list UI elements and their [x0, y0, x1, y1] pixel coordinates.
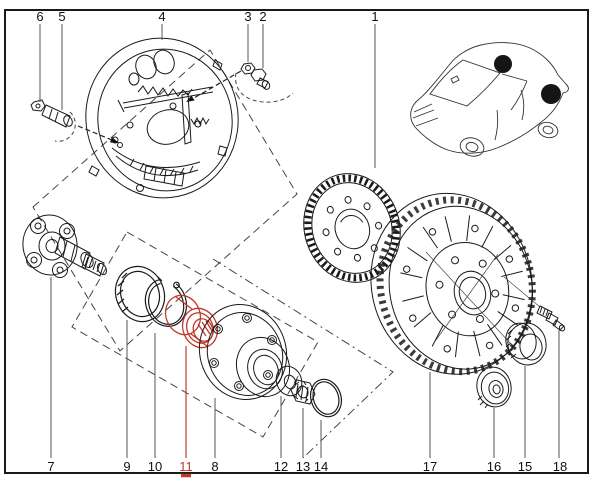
callout-9: 9 — [123, 459, 130, 474]
part-sleeve-5 — [41, 104, 73, 128]
callout-11-highlighted: 11 — [179, 459, 193, 474]
part-bolt-6 — [30, 99, 46, 112]
callout-14: 14 — [314, 459, 328, 474]
callout-8: 8 — [211, 459, 218, 474]
part-nut-13 — [290, 379, 316, 405]
callout-7: 7 — [47, 459, 54, 474]
vehicle-hub-marker-roof — [494, 55, 512, 73]
callout-1: 1 — [371, 9, 378, 24]
part-washer-16 — [476, 366, 512, 409]
callout-16: 16 — [487, 459, 501, 474]
part-hub-8 — [198, 304, 290, 400]
part-backing-plate — [85, 37, 239, 199]
callouts-top: 6 5 4 3 2 1 — [36, 9, 379, 168]
dashed-group-bearing-kit — [71, 231, 319, 438]
dashed-group-backing-plate — [32, 49, 298, 352]
callout-4: 4 — [158, 9, 165, 24]
callout-15: 15 — [518, 459, 532, 474]
dashed-group-drum-parts — [212, 258, 394, 459]
part-seal-ring-9 — [114, 265, 166, 323]
callout-13: 13 — [296, 459, 310, 474]
vehicle-hub-marker-wheel — [541, 84, 561, 104]
callout-6: 6 — [36, 9, 43, 24]
part-brake-drum — [370, 192, 536, 376]
drum-centerlines — [425, 251, 541, 344]
part-circlip-10 — [144, 276, 188, 327]
part-stub-axle — [22, 214, 108, 278]
diagram-frame — [4, 9, 589, 474]
callout-2: 2 — [259, 9, 266, 24]
callouts-bottom: 7 9 10 11 8 12 13 14 17 16 15 18 — [47, 277, 567, 478]
part-bolt-2 — [250, 68, 271, 90]
part-bleeder-18 — [536, 305, 566, 332]
callout-17: 17 — [423, 459, 437, 474]
dashed-arrow-right — [186, 70, 242, 102]
dashed-arrow-left — [77, 125, 119, 143]
dashed-arc-bolts-left — [54, 111, 76, 142]
callout-12: 12 — [274, 459, 288, 474]
callout-5: 5 — [58, 9, 65, 24]
callout-18: 18 — [553, 459, 567, 474]
callout-10: 10 — [148, 459, 162, 474]
part-cap-15 — [505, 322, 547, 366]
vehicle-sketch — [410, 42, 569, 157]
callout-3: 3 — [244, 9, 251, 24]
part-oring-14 — [309, 378, 343, 418]
